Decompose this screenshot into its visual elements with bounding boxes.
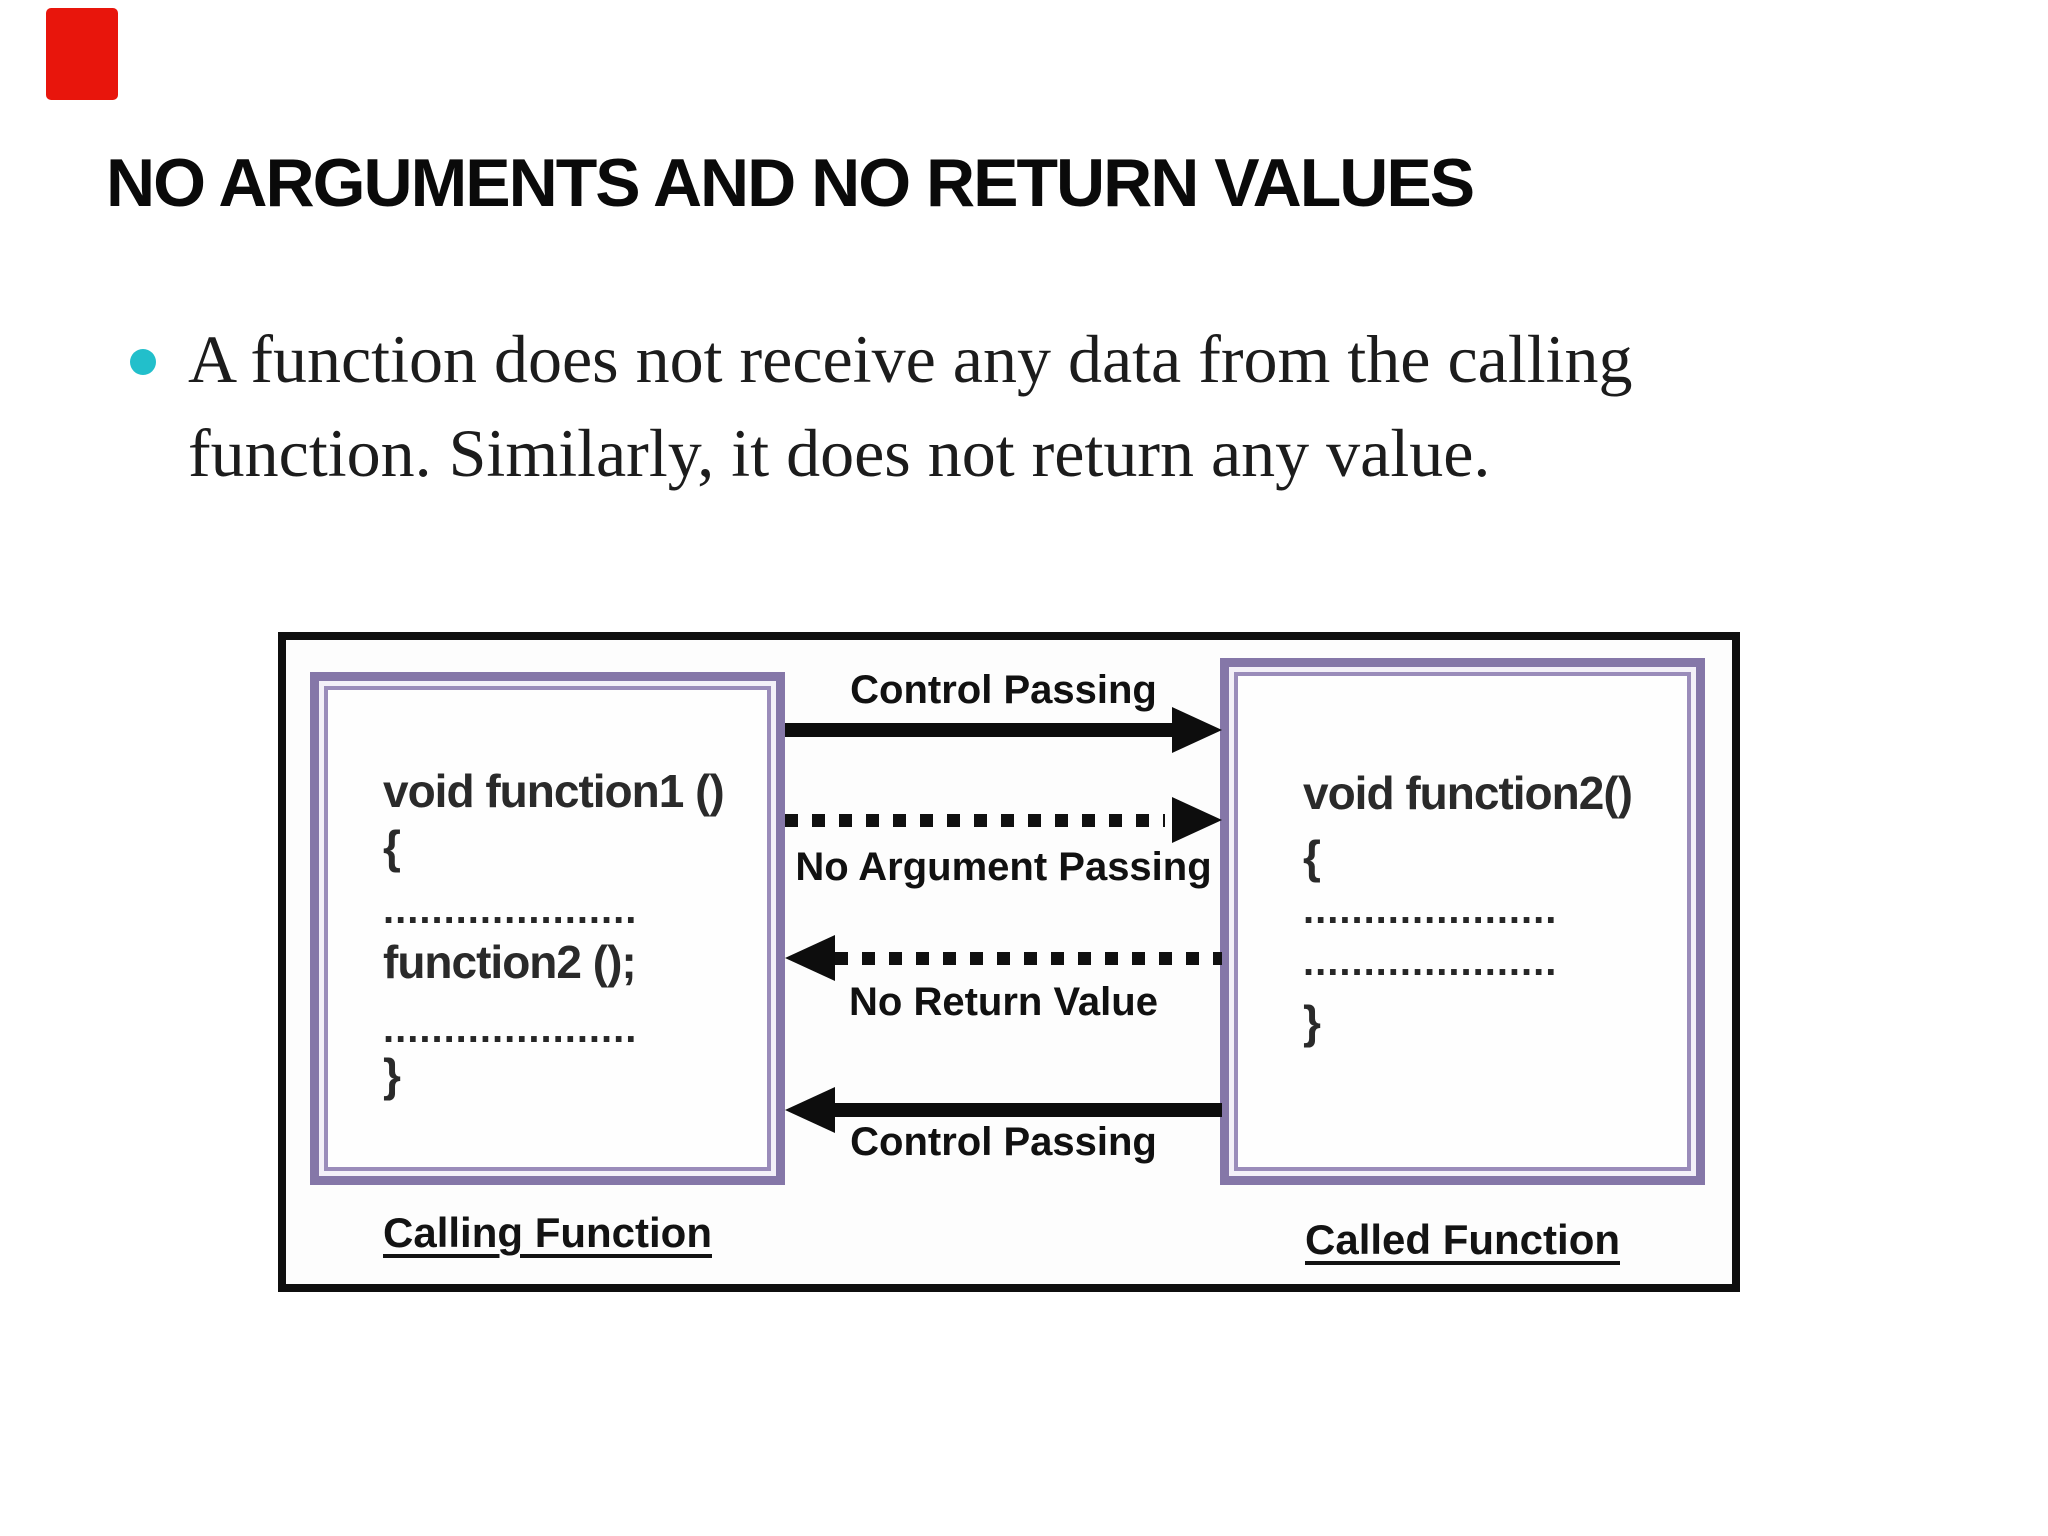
solid-arrow-left-head-icon <box>785 1087 835 1133</box>
page-title: NO ARGUMENTS AND NO RETURN VALUES <box>106 145 1475 221</box>
calling-code-line: { <box>383 821 401 873</box>
called-function-box-inner <box>1234 672 1691 1171</box>
called-code-dots: ..................... <box>1303 940 1558 984</box>
arrow-label-control-passing-top: Control Passing <box>850 668 1157 712</box>
calling-code-dots: ..................... <box>383 1007 638 1051</box>
bullet-line-2: function. Similarly, it does not return … <box>188 415 1491 491</box>
calling-function-caption: Calling Function <box>383 1209 712 1256</box>
called-code-line: } <box>1303 996 1321 1048</box>
bullet-paragraph: A function does not receive any data fro… <box>188 312 1928 500</box>
arrow-label-control-passing-bottom: Control Passing <box>850 1120 1157 1164</box>
calling-function-box-inner <box>324 686 771 1171</box>
called-code-dots: ..................... <box>1303 888 1558 932</box>
called-function-caption: Called Function <box>1305 1216 1620 1263</box>
arrow-label-no-argument-passing: No Argument Passing <box>795 845 1212 889</box>
functions-diagram: void function1 () { ....................… <box>278 632 1740 1292</box>
solid-arrow-right-shaft <box>785 723 1175 737</box>
calling-code-dots: ..................... <box>383 888 638 932</box>
dotted-arrow-right-head-icon <box>1172 797 1222 843</box>
bullet-marker <box>130 349 156 375</box>
called-code-line: { <box>1303 831 1321 883</box>
dotted-arrow-left-head-icon <box>785 935 835 981</box>
called-function-box <box>1220 658 1705 1185</box>
corner-accent-bar <box>46 8 118 100</box>
solid-arrow-right-head-icon <box>1172 707 1222 753</box>
calling-code-line: function2 (); <box>383 936 637 988</box>
arrow-label-no-return-value: No Return Value <box>849 980 1158 1024</box>
calling-code-line: void function1 () <box>383 765 725 817</box>
called-code-line: void function2() <box>1303 767 1633 819</box>
dotted-arrow-right-shaft <box>785 814 1165 827</box>
dotted-arrow-left-shaft <box>835 952 1222 965</box>
calling-code-line: } <box>383 1049 401 1101</box>
bullet-line-1: A function does not receive any data fro… <box>188 321 1633 397</box>
solid-arrow-left-shaft <box>835 1103 1222 1117</box>
calling-function-box <box>310 672 785 1185</box>
